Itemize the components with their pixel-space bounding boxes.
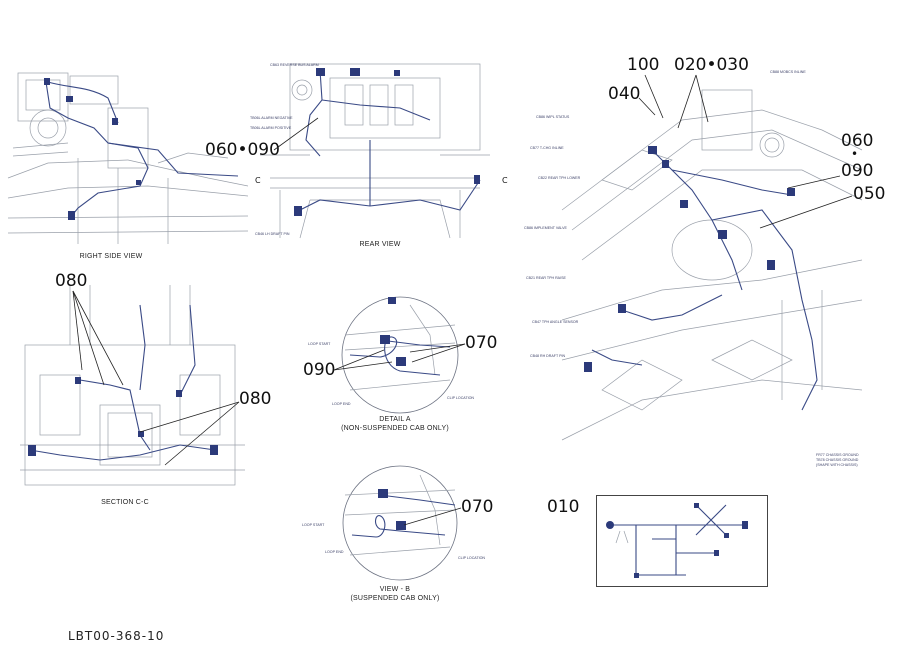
callout-070-view-b: 070	[461, 497, 494, 517]
rear-note-reverse-alarm: CB63 REVERSE BUS ALARM	[270, 63, 319, 67]
detail-a-loop-start: LOOP START	[308, 342, 331, 346]
callout-060-090-rear: 060•090	[205, 140, 280, 160]
detail-a-loop-end: LOOP END	[332, 402, 351, 406]
iso-note-implement-valve: CB86 IMPLEMENT VALVE	[524, 226, 567, 230]
callout-100: 100	[627, 55, 660, 75]
callout-010: 010	[547, 497, 580, 517]
callout-090-detail: 090	[303, 360, 336, 380]
iso-note-rh-draft-pin: CB48 RH DRAFT PIN	[530, 354, 566, 358]
view-b-caption-1: VIEW - B	[379, 586, 411, 593]
rear-view-drawing	[260, 63, 490, 239]
right-side-view-caption: RIGHT SIDE VIEW	[79, 253, 143, 260]
iso-note-tph-angle-sensor: CB47 TPH ANGLE SENSOR	[532, 320, 579, 324]
iso-note-mobcs-inline: CB88 MOBCS INLINE	[770, 70, 806, 74]
callout-060-right: 060	[841, 131, 874, 151]
iso-note-tchg-inline: CB77 T-CHG INLINE	[530, 146, 564, 150]
callout-dot-right: •	[851, 147, 859, 161]
view-b-loop-end: LOOP END	[325, 550, 344, 554]
callout-040: 040	[608, 84, 641, 104]
isometric-view-drawing	[561, 89, 863, 441]
rear-note-alarm-negative: TB06L ALARM NEGATIVE	[250, 116, 293, 120]
right-side-view-drawing	[7, 72, 249, 244]
callout-020-030: 020•030	[674, 55, 749, 75]
view-b-loop-start: LOOP START	[302, 523, 325, 527]
callout-090-right: 090	[841, 161, 874, 181]
rear-note-lh-draft-pin: CB46 LH DRAFT PIN	[255, 232, 290, 236]
callout-080-top: 080	[55, 271, 88, 291]
section-cc-drawing	[20, 285, 245, 486]
harness-010-drawing	[596, 495, 768, 587]
detail-a-caption-2: (NON-SUSPENDED CAB ONLY)	[341, 425, 449, 432]
view-b-clip-location: CLIP LOCATION	[458, 556, 486, 560]
section-mark-c-right: C	[502, 176, 508, 185]
iso-note-chassis-ground-fr77: FR77 CHASSIS GROUND	[816, 453, 859, 457]
drawing-code: LBT00-368-10	[68, 629, 165, 643]
view-b-caption-2: (SUSPENDED CAB ONLY)	[350, 595, 440, 602]
callout-080-mid: 080	[239, 389, 272, 409]
callout-050: 050	[853, 184, 886, 204]
rear-note-alarm-positive: TB06L ALARM POSITIVE	[250, 126, 292, 130]
callout-070-detail: 070	[465, 333, 498, 353]
iso-note-shape-with-chassis: (SHAPE WITH CHASSIS)	[816, 463, 858, 467]
view-b-drawing	[342, 465, 458, 581]
iso-note-chassis-ground-tb78: TB78 CHASSIS GROUND	[816, 458, 859, 462]
section-mark-c-left: C	[255, 176, 261, 185]
section-cc-caption: SECTION C-C	[101, 499, 149, 506]
detail-a-caption-1: DETAIL A	[379, 416, 411, 423]
detail-a-drawing	[341, 296, 459, 414]
iso-note-rear-tph-lower: CB22 REAR TPH LOWER	[538, 176, 581, 180]
iso-note-rear-tph-raise: CB21 REAR TPH RAISE	[526, 276, 566, 280]
rear-view-caption: REAR VIEW	[359, 241, 401, 248]
iso-note-wipl-status: CB86 WIPL STATUS	[536, 115, 570, 119]
detail-a-clip-location: CLIP LOCATION	[447, 396, 475, 400]
